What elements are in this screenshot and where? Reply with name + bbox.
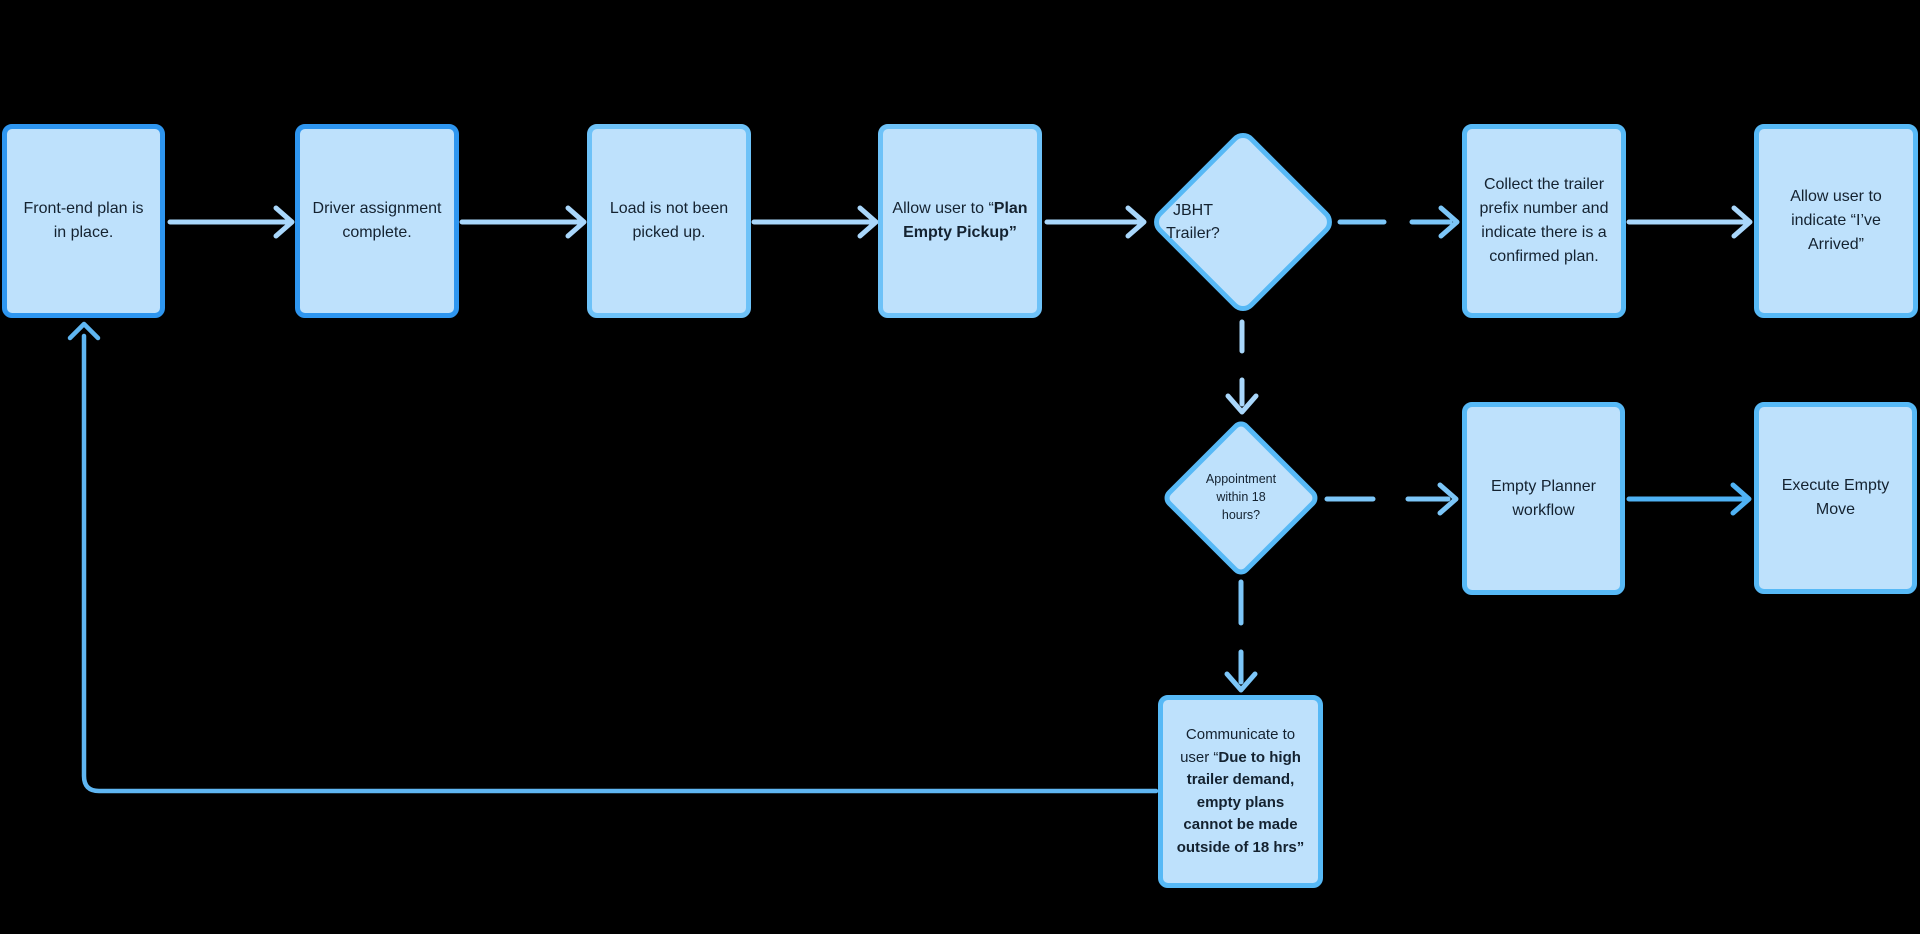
decision-jbht-trailer-label: JBHT Trailer? bbox=[1166, 201, 1220, 242]
node-allow-indicate-arrived-label: Allow user to indicate “I’ve Arrived” bbox=[1790, 188, 1882, 253]
edge-jbht-to-collect bbox=[1337, 205, 1460, 239]
node-collect-trailer-prefix: Collect the trailer prefix number and in… bbox=[1462, 124, 1626, 318]
edge-communicate-to-front-end bbox=[67, 321, 1159, 794]
decision-appointment-18-hours-label: Appointment within 18 hours? bbox=[1205, 472, 1277, 522]
node-allow-indicate-arrived: Allow user to indicate “I’ve Arrived” bbox=[1754, 124, 1918, 318]
node-collect-trailer-prefix-label: Collect the trailer prefix number and in… bbox=[1479, 176, 1609, 265]
edge-driver-to-load bbox=[459, 205, 587, 239]
edge-front-end-to-driver bbox=[167, 205, 295, 239]
node-execute-empty-move-label: Execute Empty Move bbox=[1781, 477, 1890, 518]
edge-planner-to-execute bbox=[1626, 482, 1752, 516]
edge-plan-empty-to-jbht bbox=[1044, 205, 1147, 239]
node-load-not-picked-label: Load is not been picked up. bbox=[609, 200, 729, 241]
node-empty-planner-workflow: Empty Planner workflow bbox=[1462, 402, 1625, 595]
node-execute-empty-move: Execute Empty Move bbox=[1754, 402, 1917, 594]
edge-collect-to-arrived bbox=[1626, 205, 1753, 239]
edge-load-to-plan-empty bbox=[751, 205, 879, 239]
node-allow-plan-empty-pickup: Allow user to “Plan Empty Pickup” bbox=[878, 124, 1042, 318]
node-communicate-high-demand: Communicate to user “Due to high trailer… bbox=[1158, 695, 1323, 888]
node-driver-assignment-label: Driver assignment complete. bbox=[312, 200, 442, 241]
node-load-not-picked: Load is not been picked up. bbox=[587, 124, 751, 318]
decision-jbht-trailer: JBHT Trailer? bbox=[1148, 127, 1338, 317]
node-empty-planner-workflow-label: Empty Planner workflow bbox=[1491, 477, 1596, 519]
edge-jbht-to-appointment bbox=[1225, 319, 1259, 415]
node-allow-plan-empty-pickup-label: Allow user to “Plan Empty Pickup” bbox=[892, 200, 1028, 241]
node-front-end-plan-label: Front-end plan is in place. bbox=[23, 200, 144, 241]
node-driver-assignment: Driver assignment complete. bbox=[295, 124, 459, 318]
node-front-end-plan: Front-end plan is in place. bbox=[2, 124, 165, 318]
edge-appointment-to-communicate bbox=[1224, 579, 1258, 693]
decision-appointment-18-hours: Appointment within 18 hours? bbox=[1160, 417, 1322, 579]
node-communicate-high-demand-label: Communicate to user “Due to high trailer… bbox=[1176, 726, 1305, 856]
edge-appointment-to-planner bbox=[1324, 482, 1459, 516]
